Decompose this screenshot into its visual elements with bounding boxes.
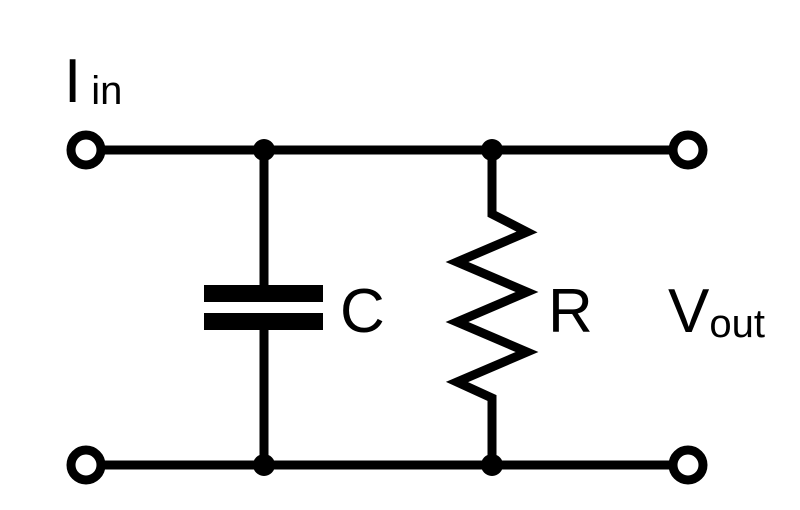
output-voltage-subscript: out bbox=[709, 302, 765, 346]
junction-dot-top-capacitor bbox=[253, 139, 275, 161]
input-current-subscript: in bbox=[91, 69, 122, 113]
input-terminal-bottom bbox=[66, 445, 106, 485]
capacitor-label: C bbox=[340, 277, 385, 346]
resistor-label: R bbox=[548, 277, 593, 346]
input-terminal-top bbox=[66, 130, 106, 170]
output-voltage-label: Vout bbox=[668, 277, 765, 346]
junction-dot-top-resistor bbox=[481, 139, 503, 161]
input-current-main: I bbox=[64, 47, 81, 116]
output-voltage-main: V bbox=[668, 277, 710, 346]
capacitor-bottom-plate bbox=[204, 313, 323, 330]
junction-dot-bottom-capacitor bbox=[253, 454, 275, 476]
capacitor-top-plate bbox=[204, 285, 323, 302]
output-terminal-top bbox=[668, 130, 708, 170]
output-terminal-bottom bbox=[668, 445, 708, 485]
resistor-zigzag bbox=[445, 150, 539, 465]
junction-dot-bottom-resistor bbox=[481, 454, 503, 476]
